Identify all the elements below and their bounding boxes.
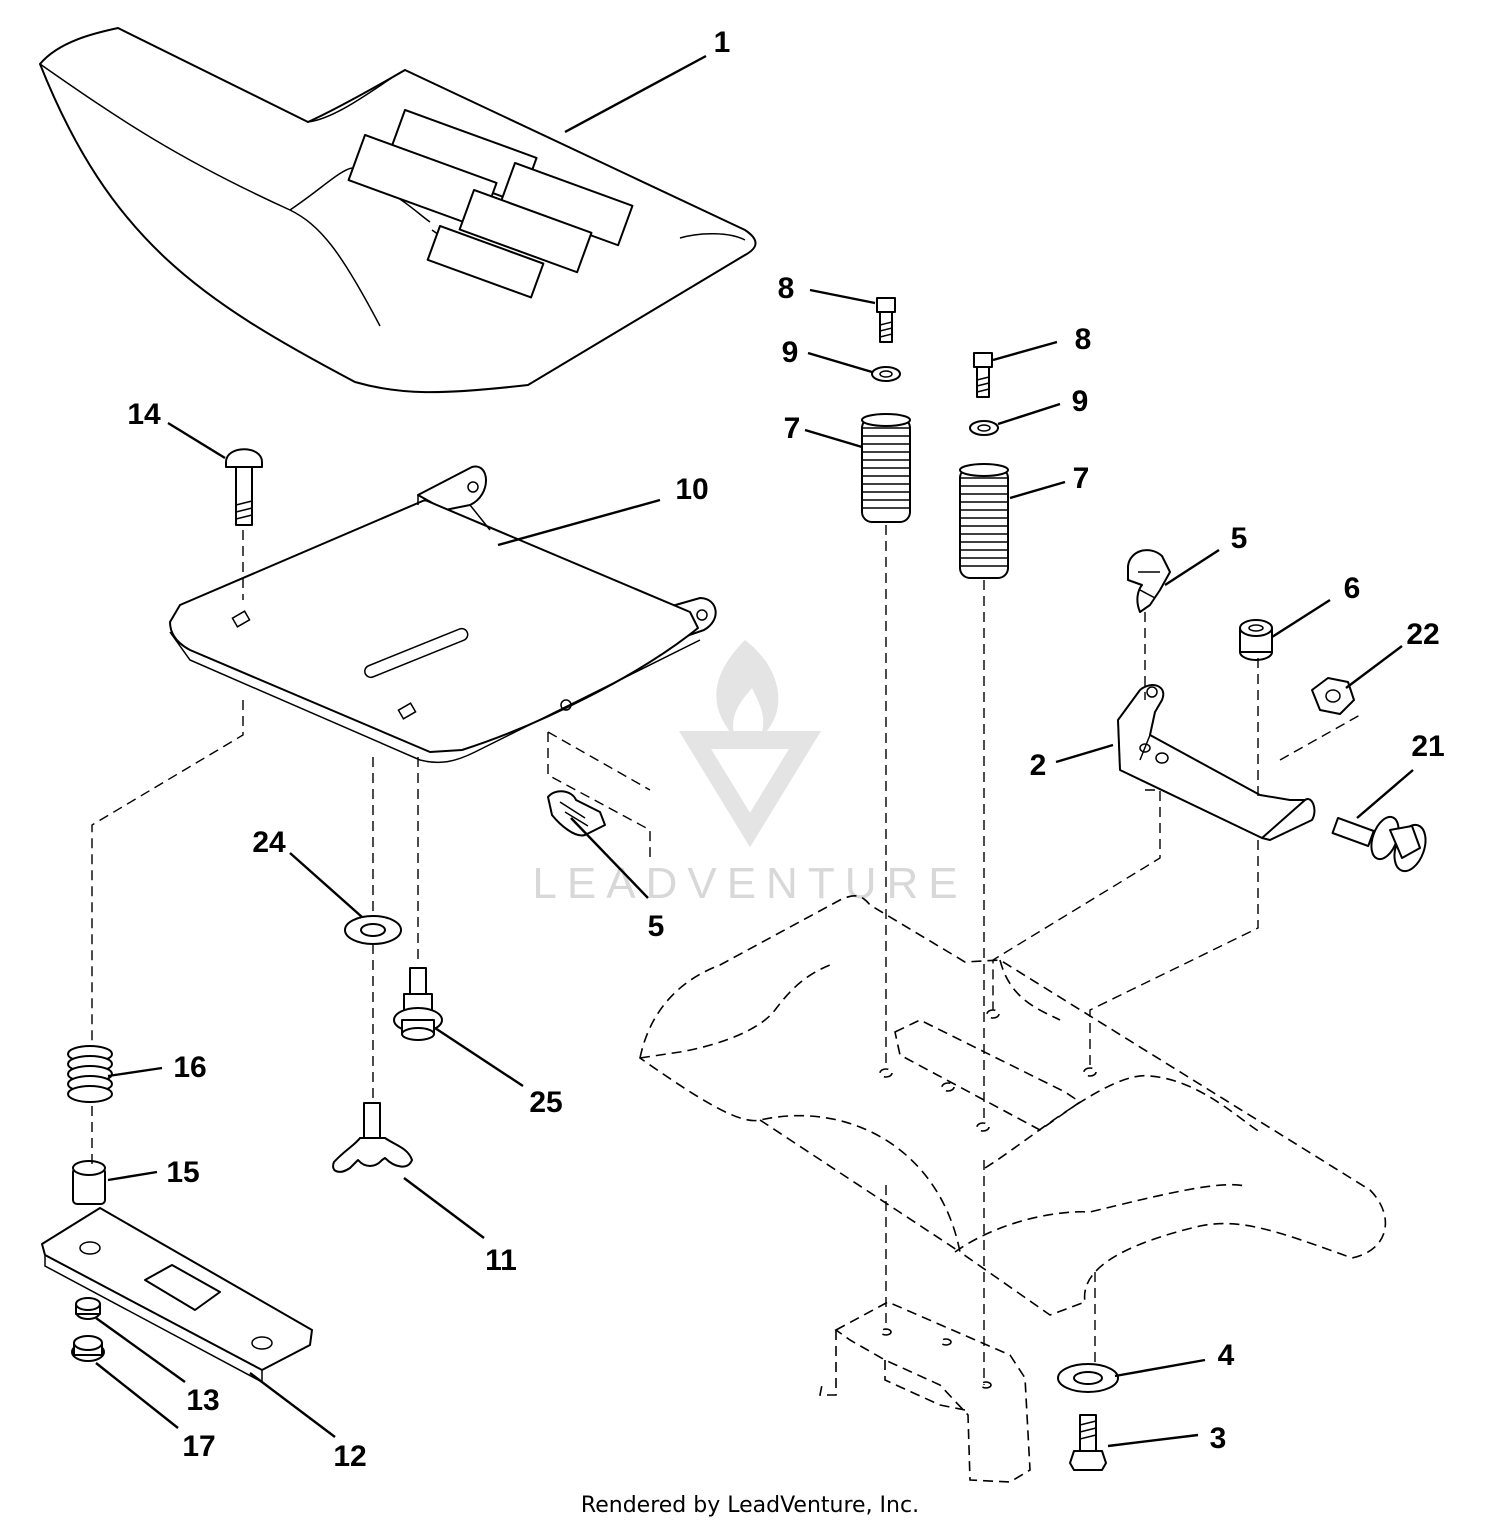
callout-7-left: 7 (784, 412, 801, 445)
callout-10: 10 (675, 473, 708, 506)
part-spring-16 (67, 1045, 113, 1103)
callout-7-right: 7 (1073, 462, 1090, 495)
callout-1: 1 (714, 26, 731, 59)
part-spring-7-right (959, 463, 1009, 579)
part-washer-9-left (871, 366, 901, 382)
callout-16: 16 (173, 1051, 206, 1084)
callout-9-left: 9 (782, 336, 799, 369)
part-lock-nut (1239, 619, 1273, 661)
callout-21: 21 (1411, 730, 1444, 763)
part-hex-nut (1311, 677, 1355, 715)
callout-14: 14 (127, 398, 161, 431)
part-bolt-8-left (876, 297, 896, 343)
leader-lines (95, 54, 1414, 1448)
callout-22: 22 (1406, 618, 1439, 651)
callout-8-right: 8 (1075, 323, 1092, 356)
callout-4: 4 (1218, 1339, 1235, 1372)
callout-15: 15 (166, 1156, 199, 1189)
part-bolt-21 (1331, 815, 1427, 873)
callout-6: 6 (1344, 572, 1361, 605)
part-retainer-clip-right (1127, 549, 1171, 613)
part-washer-24 (344, 915, 402, 945)
render-credit: Rendered by LeadVenture, Inc. (581, 1493, 919, 1518)
part-seat (39, 27, 757, 394)
callout-12: 12 (333, 1440, 366, 1473)
callout-9-right: 9 (1072, 385, 1089, 418)
part-spacer (72, 1160, 106, 1205)
callout-3: 3 (1210, 1422, 1227, 1455)
callout-8-left: 8 (778, 272, 795, 305)
callout-17: 17 (182, 1430, 215, 1463)
part-flange-nut (71, 1335, 105, 1362)
callout-25: 25 (529, 1086, 562, 1119)
part-shoulder-bolt (393, 967, 443, 1041)
part-wing-knob (332, 1102, 413, 1173)
fender-deck-phantom (639, 895, 1387, 1316)
callout-2: 2 (1030, 749, 1047, 782)
part-hex-bolt (1069, 1414, 1107, 1471)
watermark-brand: LEADVENTURE (532, 859, 967, 908)
part-nut-13 (75, 1297, 101, 1320)
part-bolt-8-right (973, 352, 993, 398)
part-washer-4 (1057, 1363, 1119, 1393)
callout-5-left: 5 (648, 910, 665, 943)
part-carriage-bolt (225, 448, 263, 526)
callout-13: 13 (186, 1384, 219, 1417)
part-spring-7-left (861, 413, 911, 523)
part-bracket (1117, 684, 1316, 841)
part-washer-9-right (969, 420, 999, 436)
part-seat-pan (169, 465, 717, 764)
callout-5-right: 5 (1231, 522, 1248, 555)
callouts: 1 2 3 4 5 5 6 7 7 8 8 9 9 10 11 12 13 14… (127, 26, 1444, 1473)
callout-11: 11 (485, 1244, 517, 1277)
frame-bracket-phantom (819, 1301, 1031, 1483)
callout-24: 24 (252, 826, 286, 859)
assembly-centerlines (91, 525, 1361, 1385)
part-retainer-clip-left (547, 790, 606, 837)
leadventure-watermark: LEADVENTURE (532, 640, 967, 908)
